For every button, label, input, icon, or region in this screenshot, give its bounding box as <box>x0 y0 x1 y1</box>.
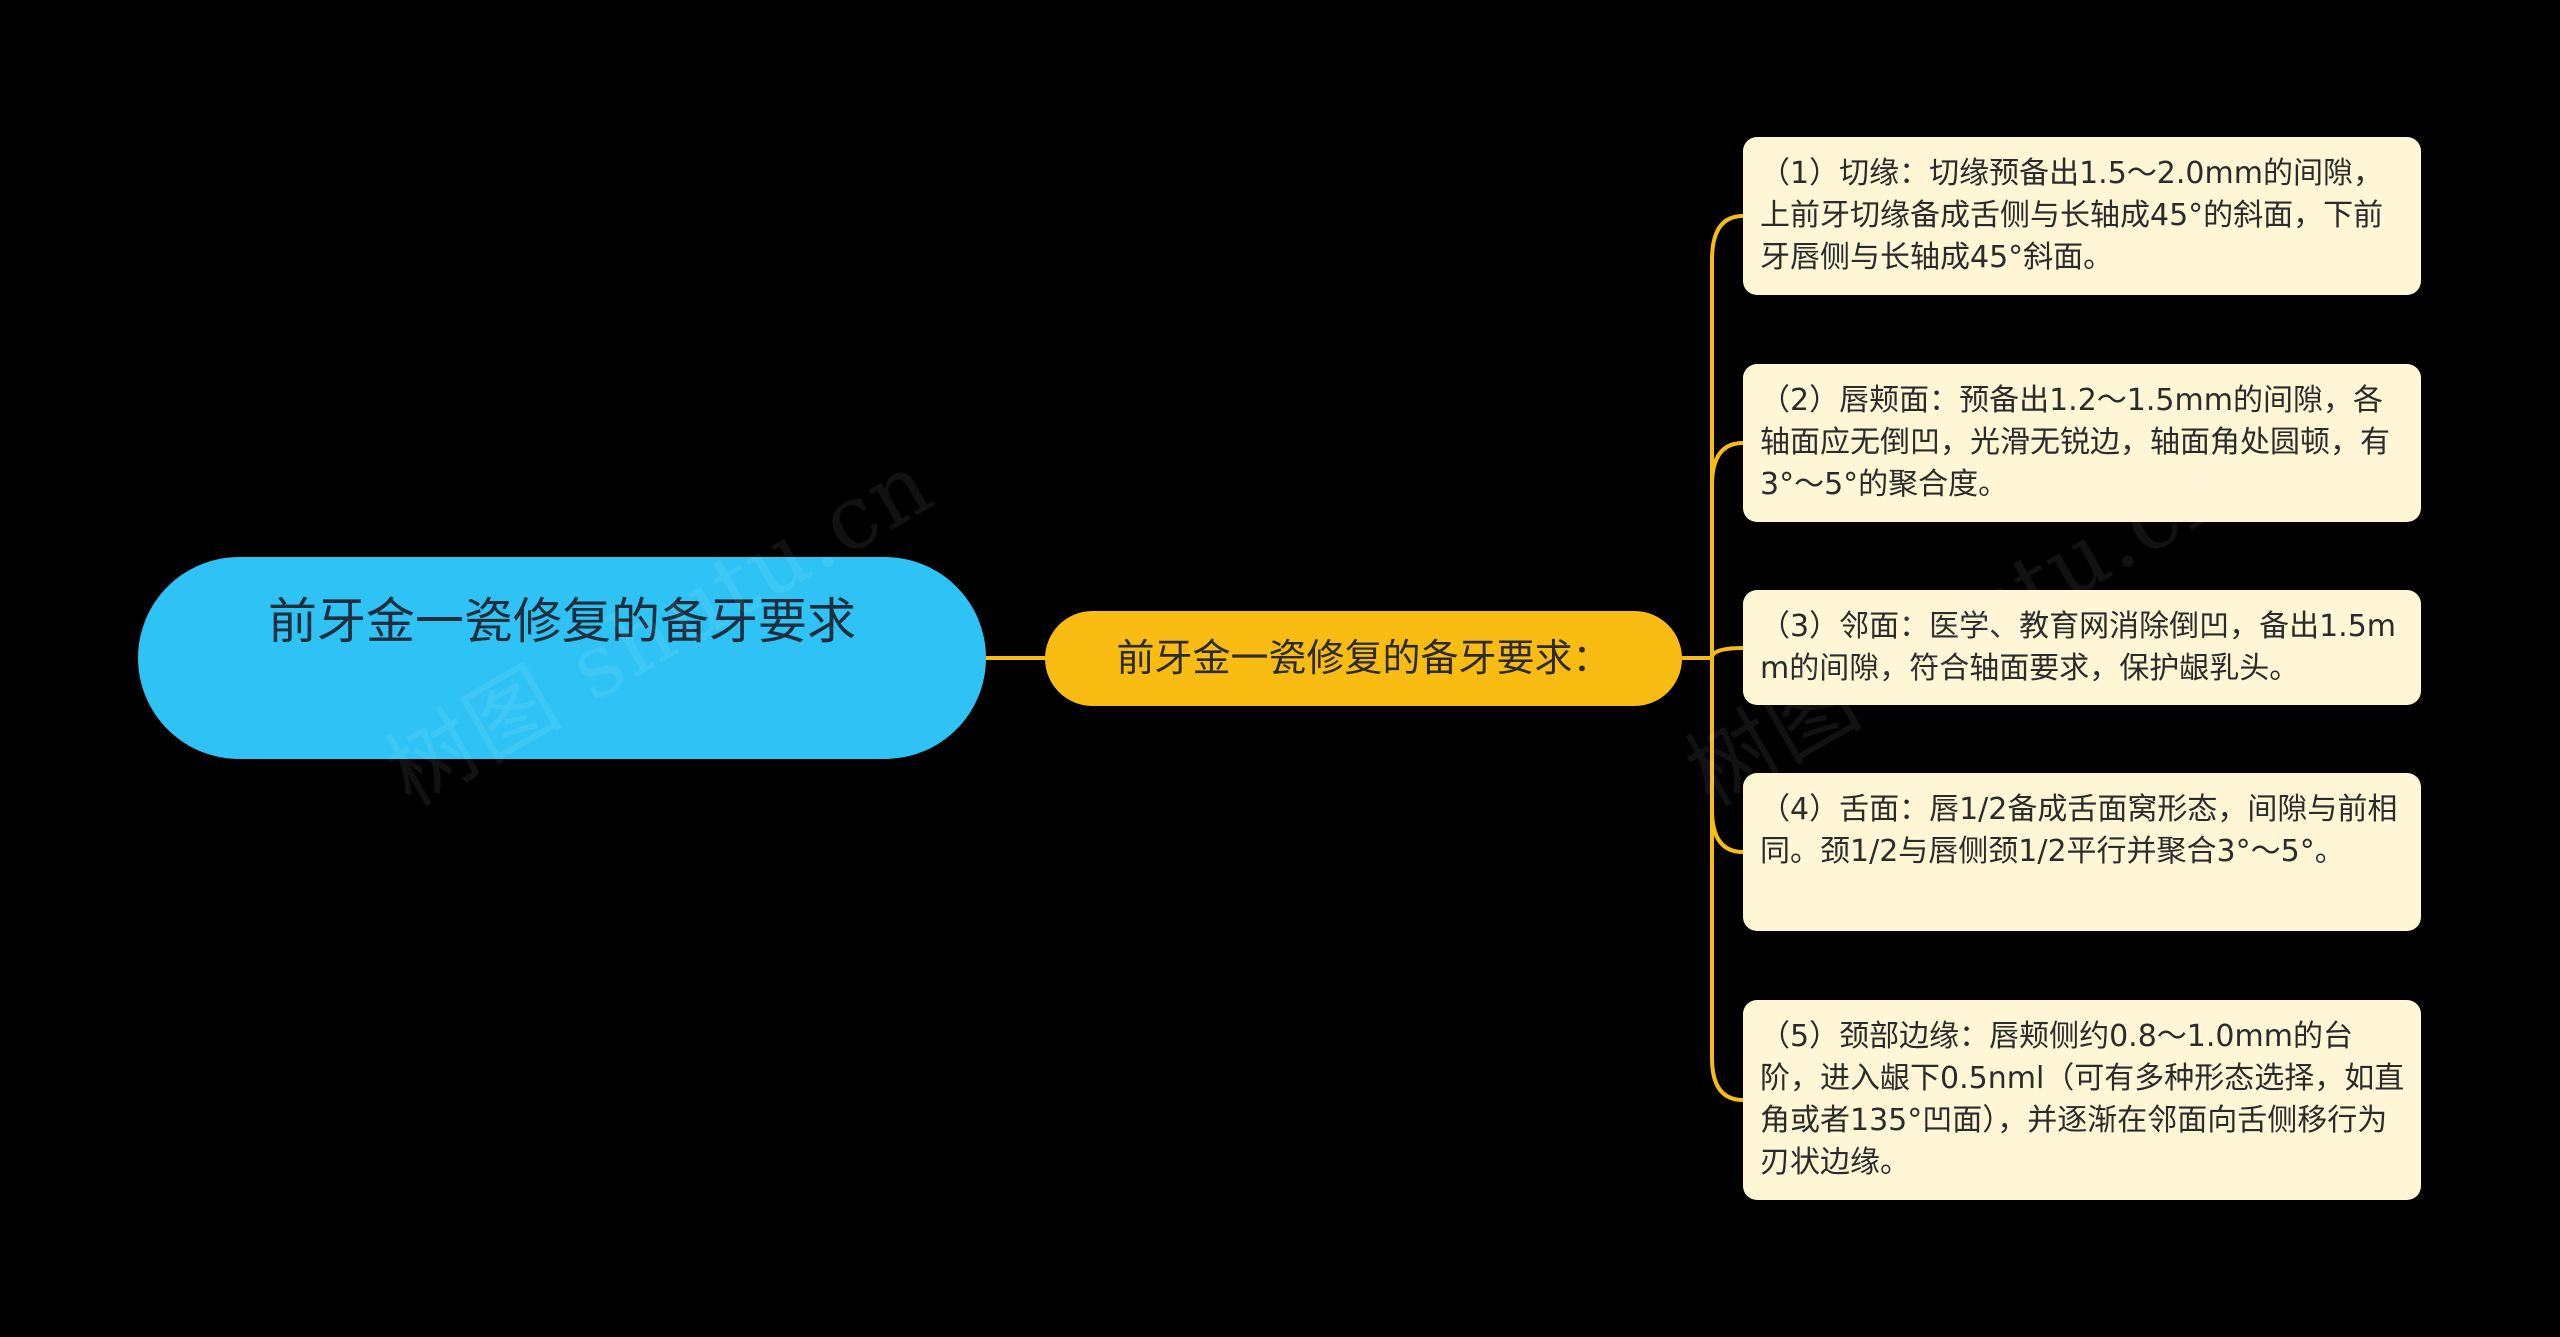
leaf-node-label: （5）颈部边缘：唇颊侧约0.8～1.0mm的台阶，进入龈下0.5nml（可有多种… <box>1760 1019 2405 1180</box>
connector-leaf-5 <box>1710 658 1744 1102</box>
connector-leaf-1 <box>1710 214 1744 658</box>
leaf-node-label: （1）切缘：切缘预备出1.5～2.0mm的间隙，上前牙切缘备成舌侧与长轴成45°… <box>1760 156 2384 275</box>
branch-node-label: 前牙金一瓷修复的备牙要求： <box>1116 636 1611 680</box>
connector-leaf-3 <box>1710 646 1744 659</box>
leaf-node-lingual[interactable]: （4）舌面：唇1/2备成舌面窝形态，间隙与前相同。颈1/2与唇侧颈1/2平行并聚… <box>1743 773 2421 931</box>
root-node[interactable]: 前牙金一瓷修复的备牙要求 <box>138 557 986 759</box>
leaf-node-label: （4）舌面：唇1/2备成舌面窝形态，间隙与前相同。颈1/2与唇侧颈1/2平行并聚… <box>1760 792 2398 869</box>
leaf-node-proximal[interactable]: （3）邻面：医学、教育网消除倒凹，备出1.5mm的间隙，符合轴面要求，保护龈乳头… <box>1743 590 2421 705</box>
leaf-node-label: （3）邻面：医学、教育网消除倒凹，备出1.5mm的间隙，符合轴面要求，保护龈乳头… <box>1760 609 2397 686</box>
root-node-label: 前牙金一瓷修复的备牙要求 <box>267 593 856 650</box>
connector-leaf-2 <box>1710 441 1744 658</box>
leaf-node-cervical-margin[interactable]: （5）颈部边缘：唇颊侧约0.8～1.0mm的台阶，进入龈下0.5nml（可有多种… <box>1743 1000 2421 1200</box>
leaf-node-labial-buccal[interactable]: （2）唇颊面：预备出1.2～1.5mm的间隙，各轴面应无倒凹，光滑无锐边，轴面角… <box>1743 364 2421 522</box>
branch-node[interactable]: 前牙金一瓷修复的备牙要求： <box>1045 611 1682 706</box>
leaf-node-label: （2）唇颊面：预备出1.2～1.5mm的间隙，各轴面应无倒凹，光滑无锐边，轴面角… <box>1760 383 2390 502</box>
connector-leaf-4 <box>1710 658 1744 854</box>
leaf-node-incisal-edge[interactable]: （1）切缘：切缘预备出1.5～2.0mm的间隙，上前牙切缘备成舌侧与长轴成45°… <box>1743 137 2421 295</box>
